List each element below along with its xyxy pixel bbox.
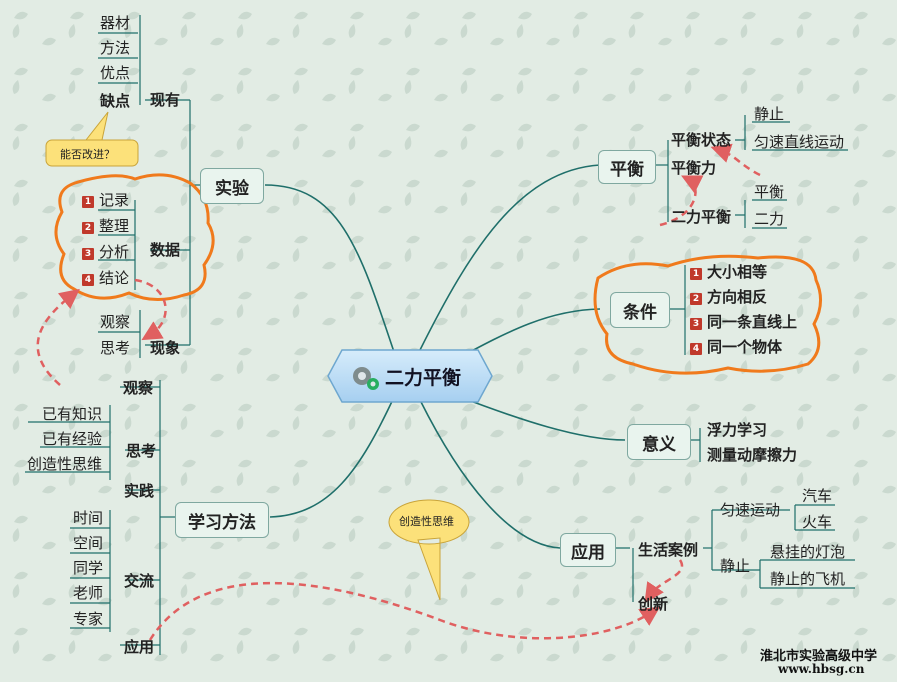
- advantage-item[interactable]: 优点: [100, 64, 131, 82]
- experiment-node[interactable]: 实验: [200, 168, 264, 204]
- balance-force-node[interactable]: 平衡力: [671, 159, 717, 177]
- uniform-motion-node[interactable]: 匀速运动: [720, 501, 781, 519]
- creative-thinking-item[interactable]: 创造性思维: [27, 455, 103, 473]
- badge-4-icon: 4: [82, 274, 94, 286]
- balance-label: 平衡: [610, 159, 644, 180]
- badge-4-icon: 4: [690, 343, 702, 355]
- balance-state-node[interactable]: 平衡状态: [671, 131, 732, 149]
- data-node[interactable]: 数据: [150, 241, 181, 259]
- innovation-node[interactable]: 创新: [638, 595, 669, 613]
- life-cases-node[interactable]: 生活案例: [638, 541, 699, 559]
- exchange-time-item[interactable]: 时间: [73, 509, 104, 527]
- creative-callout-text: 创造性思维: [399, 515, 454, 528]
- badge-3-icon: 3: [690, 318, 702, 330]
- meaning-label: 意义: [642, 434, 676, 455]
- improve-callout-text: 能否改进？: [60, 148, 115, 161]
- train-item[interactable]: 火车: [802, 513, 833, 531]
- methods-think-node[interactable]: 思考: [126, 442, 157, 460]
- existing-node[interactable]: 现有: [150, 91, 181, 109]
- meaning-node[interactable]: 意义: [627, 424, 691, 460]
- sub-branches: [25, 15, 855, 655]
- exchange-teacher-item[interactable]: 老师: [73, 584, 104, 602]
- application-node[interactable]: 应用: [560, 533, 616, 567]
- badge-2-icon: 2: [82, 222, 94, 234]
- exchange-classmate-item[interactable]: 同学: [73, 559, 104, 577]
- two-balance-item[interactable]: 平衡: [754, 183, 785, 201]
- still-node[interactable]: 静止: [720, 557, 751, 575]
- badge-2-icon: 2: [690, 293, 702, 305]
- improve-callout-shape: [45, 111, 139, 167]
- data-cloud-outline: [54, 173, 215, 301]
- school-url[interactable]: www.hbsg.cn: [778, 662, 865, 676]
- state-uniform-motion-item[interactable]: 匀速直线运动: [754, 133, 845, 151]
- prior-knowledge-item[interactable]: 已有知识: [42, 405, 103, 423]
- conditions-label: 条件: [623, 302, 657, 323]
- two-forces-item[interactable]: 二力: [754, 210, 785, 228]
- conditions-node[interactable]: 条件: [610, 292, 670, 328]
- meaning-friction-item[interactable]: 测量动摩擦力: [707, 446, 798, 464]
- school-name: 淮北市实验高级中学: [760, 649, 878, 664]
- badge-1-icon: 1: [690, 268, 702, 280]
- car-item[interactable]: 汽车: [802, 487, 833, 505]
- exchange-expert-item[interactable]: 专家: [73, 610, 104, 628]
- two-force-balance-node[interactable]: 二力平衡: [671, 208, 732, 226]
- gear-icon: [353, 367, 379, 390]
- conditions-cloud-outline: [593, 254, 822, 375]
- think-item[interactable]: 思考: [100, 339, 131, 357]
- center-node-shape: [327, 349, 493, 403]
- application-label: 应用: [571, 542, 605, 563]
- exchange-space-item[interactable]: 空间: [73, 534, 104, 552]
- hanging-bulb-item[interactable]: 悬挂的灯泡: [770, 543, 846, 561]
- methods-label: 学习方法: [188, 512, 256, 533]
- badge-3-icon: 3: [82, 248, 94, 260]
- experiment-label: 实验: [215, 178, 249, 199]
- center-title: 二力平衡: [384, 366, 461, 389]
- methods-observe-node[interactable]: 观察: [123, 379, 154, 397]
- equipment-item[interactable]: 器材: [100, 14, 131, 32]
- observe-item[interactable]: 观察: [100, 313, 131, 331]
- method-item[interactable]: 方法: [100, 39, 131, 57]
- creative-callout-shape: [388, 499, 470, 601]
- phenomenon-node[interactable]: 现象: [150, 339, 181, 357]
- state-still-item[interactable]: 静止: [754, 105, 785, 123]
- balance-node[interactable]: 平衡: [598, 150, 656, 184]
- methods-node[interactable]: 学习方法: [175, 502, 269, 538]
- dashed-arrows: [36, 143, 761, 641]
- badge-1-icon: 1: [82, 196, 94, 208]
- prior-experience-item[interactable]: 已有经验: [42, 430, 103, 448]
- methods-apply-node[interactable]: 应用: [124, 638, 155, 656]
- methods-exchange-node[interactable]: 交流: [124, 572, 155, 590]
- meaning-buoyancy-item[interactable]: 浮力学习: [707, 421, 768, 439]
- drawback-item[interactable]: 缺点: [100, 92, 131, 110]
- parked-plane-item[interactable]: 静止的飞机: [770, 570, 846, 588]
- center-node[interactable]: 二力平衡: [330, 350, 490, 402]
- methods-practice-node[interactable]: 实践: [124, 482, 155, 500]
